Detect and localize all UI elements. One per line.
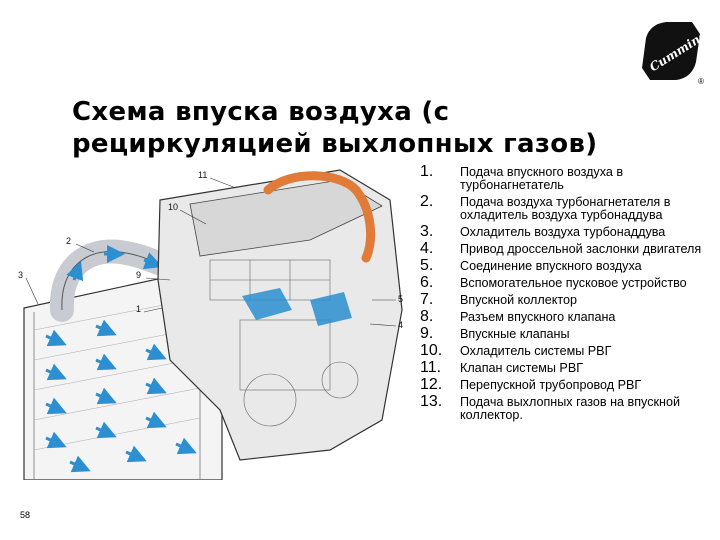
legend-list: 1. Подача впускного воздуха в турбонагнет… bbox=[420, 163, 716, 426]
diagram-callouts: 11 10 2 3 9 1 4 5 bbox=[18, 170, 403, 330]
slide-title-line-1: Схема впуска воздуха (с bbox=[72, 97, 450, 127]
registered-mark: ® bbox=[698, 77, 704, 86]
list-item: 6. Вспомогательное пусковое устройство bbox=[420, 274, 716, 291]
list-item-number: 1. bbox=[420, 163, 434, 180]
list-item-text: Впускные клапаны bbox=[460, 327, 570, 341]
list-item: 11. Клапан системы РВГ bbox=[420, 359, 716, 376]
list-item-text: Впускной коллектор bbox=[460, 293, 578, 307]
list-item: 4. Привод дроссельной заслонки двигателя bbox=[420, 240, 716, 257]
list-item-text: Охладитель системы РВГ bbox=[460, 344, 612, 358]
list-item: 2. Подача воздуха турбонагнетателя в охла… bbox=[420, 193, 716, 222]
engine-air-intake-diagram: 11 10 2 3 9 1 4 5 bbox=[18, 169, 403, 480]
list-item: 1. Подача впускного воздуха в турбонагнет… bbox=[420, 163, 716, 192]
egr-pipe bbox=[263, 171, 376, 263]
list-item: 3. Охладитель воздуха турбонаддува bbox=[420, 223, 716, 240]
callout-9: 9 bbox=[136, 270, 141, 280]
list-item-number: 5. bbox=[420, 257, 434, 274]
list-item-text: Перепускной трубопровод РВГ bbox=[460, 378, 642, 392]
list-item-number: 6. bbox=[420, 274, 434, 291]
list-item: 5. Соединение впускного воздуха bbox=[420, 257, 716, 274]
callout-1: 1 bbox=[136, 304, 141, 314]
list-item-number: 2. bbox=[420, 193, 434, 210]
slide-title: Схема впуска воздуха (с рециркуляцией вы… bbox=[72, 96, 632, 160]
air-flow-arrows bbox=[45, 319, 197, 473]
slide-title-line-2: рециркуляцией выхлопных газов) bbox=[72, 129, 598, 159]
callout-11: 11 bbox=[198, 170, 207, 180]
list-item-number: 3. bbox=[420, 223, 434, 240]
list-item: 9. Впускные клапаны bbox=[420, 325, 716, 342]
page-number: 58 bbox=[20, 510, 31, 520]
list-item-number: 11. bbox=[420, 359, 442, 376]
list-item-number: 10. bbox=[420, 342, 443, 359]
list-item-text: Разъем впускного клапана bbox=[460, 310, 616, 324]
list-item-number: 13. bbox=[420, 393, 443, 410]
callout-2: 2 bbox=[66, 236, 71, 246]
list-item-text: Подача выхлопных газов на впускной колле… bbox=[460, 395, 681, 422]
list-item-number: 4. bbox=[420, 240, 434, 257]
list-item: 12. Перепускной трубопровод РВГ bbox=[420, 376, 716, 393]
callout-4: 4 bbox=[398, 320, 403, 330]
callout-3: 3 bbox=[18, 270, 23, 280]
list-item-text: Клапан системы РВГ bbox=[460, 361, 584, 375]
list-item: 7. Впускной коллектор bbox=[420, 291, 716, 308]
cummins-logo: Cummins ® bbox=[642, 22, 706, 86]
intake-manifold bbox=[242, 288, 352, 326]
engine-block bbox=[157, 169, 403, 461]
callout-10: 10 bbox=[168, 202, 178, 212]
list-item-number: 12. bbox=[420, 376, 443, 393]
list-item-number: 8. bbox=[420, 308, 434, 325]
list-item-text: Соединение впускного воздуха bbox=[460, 259, 642, 273]
list-item-text: Охладитель воздуха турбонаддува bbox=[460, 225, 666, 239]
list-item: 13. Подача выхлопных газов на впускной ко… bbox=[420, 393, 716, 422]
list-item: 10. Охладитель системы РВГ bbox=[420, 342, 716, 359]
list-item-text: Подача впускного воздуха в турбонагнетат… bbox=[460, 165, 624, 192]
list-item-text: Подача воздуха турбонагнетателя в охлади… bbox=[460, 195, 671, 222]
list-item: 8. Разъем впускного клапана bbox=[420, 308, 716, 325]
list-item-text: Привод дроссельной заслонки двигателя bbox=[460, 242, 702, 256]
list-item-number: 9. bbox=[420, 325, 434, 342]
list-item-number: 7. bbox=[420, 291, 434, 308]
callout-5: 5 bbox=[398, 294, 403, 304]
list-item-text: Вспомогательное пусковое устройство bbox=[460, 276, 687, 290]
